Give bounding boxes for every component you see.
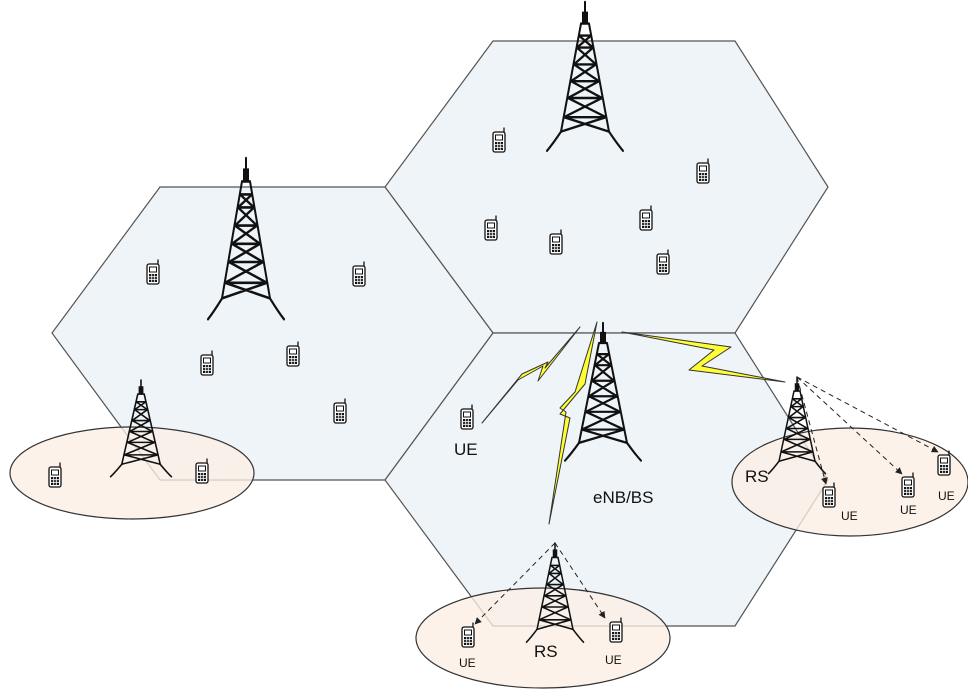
lightning-bolt-icon	[481, 326, 581, 424]
mobile-phone-icon	[48, 462, 62, 488]
ue-label: UE	[605, 653, 622, 667]
lightning-bolt-icon	[621, 331, 786, 383]
rs-label-bottom: RS	[534, 642, 558, 661]
mobile-phone-icon	[200, 350, 214, 376]
mobile-phone-icon	[609, 617, 623, 643]
mobile-phone-icon	[146, 259, 160, 285]
mobile-phone-icon	[352, 261, 366, 287]
ue-label: UE	[938, 489, 955, 503]
ue-label: UE	[841, 509, 858, 523]
ue-label: UE	[459, 656, 476, 670]
mobile-phone-icon	[549, 229, 563, 255]
mobile-phone-icon	[937, 450, 951, 476]
mobile-phone-icon	[461, 622, 475, 648]
relay-zone-bottom	[415, 587, 671, 689]
mobile-phone-icon	[639, 205, 653, 231]
mobile-phone-icon	[195, 458, 209, 484]
mobile-phone-icon	[286, 341, 300, 367]
dashed-arrow-icon	[554, 542, 606, 619]
rs-label-right: RS	[745, 467, 769, 486]
mobile-phone-icon	[901, 472, 915, 498]
ue-label: UE	[454, 440, 478, 459]
dashed-arrow-icon	[796, 376, 903, 475]
lightning-bolt-icon	[548, 321, 598, 525]
dashed-arrow-icon	[796, 376, 828, 485]
mobile-phone-icon	[656, 249, 670, 275]
mobile-phone-icon	[460, 404, 474, 430]
mobile-phone-icon	[484, 215, 498, 241]
mobile-phone-icon	[822, 482, 836, 508]
bs-label: eNB/BS	[593, 488, 653, 507]
dashed-arrow-icon	[474, 542, 556, 625]
ue-label: UE	[900, 503, 917, 517]
mobile-phone-icon	[333, 398, 347, 424]
relay-zone-left	[9, 426, 255, 520]
mobile-phone-icon	[492, 127, 506, 153]
mobile-phone-icon	[696, 158, 710, 184]
